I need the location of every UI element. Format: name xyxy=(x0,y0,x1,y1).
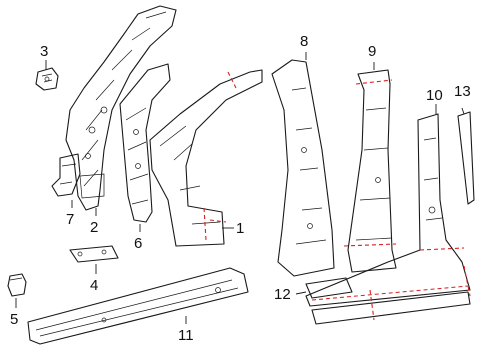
callout-9: 9 xyxy=(368,43,376,60)
part-1-a-pillar xyxy=(149,69,263,247)
part-13-strip xyxy=(457,111,475,205)
part-12-panel xyxy=(305,277,353,299)
callout-11: 11 xyxy=(178,327,194,344)
callout-6: 6 xyxy=(134,235,142,252)
part-4-plate xyxy=(69,245,119,263)
part-5-clip xyxy=(7,273,27,297)
callout-12: 12 xyxy=(274,286,291,303)
part-6-inner-pillar xyxy=(119,63,171,223)
part-7-bracket xyxy=(51,153,81,197)
callout-8: 8 xyxy=(300,33,308,50)
callout-4: 4 xyxy=(90,277,98,294)
callout-10: 10 xyxy=(426,87,443,104)
part-11-rocker xyxy=(27,267,249,345)
callout-3: 3 xyxy=(40,43,48,60)
callout-5: 5 xyxy=(10,311,18,328)
part-2-front-pillar xyxy=(65,5,177,211)
callout-2: 2 xyxy=(90,219,98,236)
part-10-sill-lower xyxy=(311,291,471,325)
part-9-center-pillar-outer xyxy=(343,69,397,273)
part-3-bracket xyxy=(35,67,59,91)
part-10-rear-pillar xyxy=(305,113,471,321)
callout-13: 13 xyxy=(454,83,471,100)
part-8-center-pillar-inner xyxy=(271,59,335,277)
callout-7: 7 xyxy=(66,211,74,228)
leader-lines xyxy=(15,52,465,324)
callout-labels: 3 2 7 4 5 6 1 8 9 10 13 11 12 xyxy=(10,33,471,344)
callout-1: 1 xyxy=(236,220,244,237)
